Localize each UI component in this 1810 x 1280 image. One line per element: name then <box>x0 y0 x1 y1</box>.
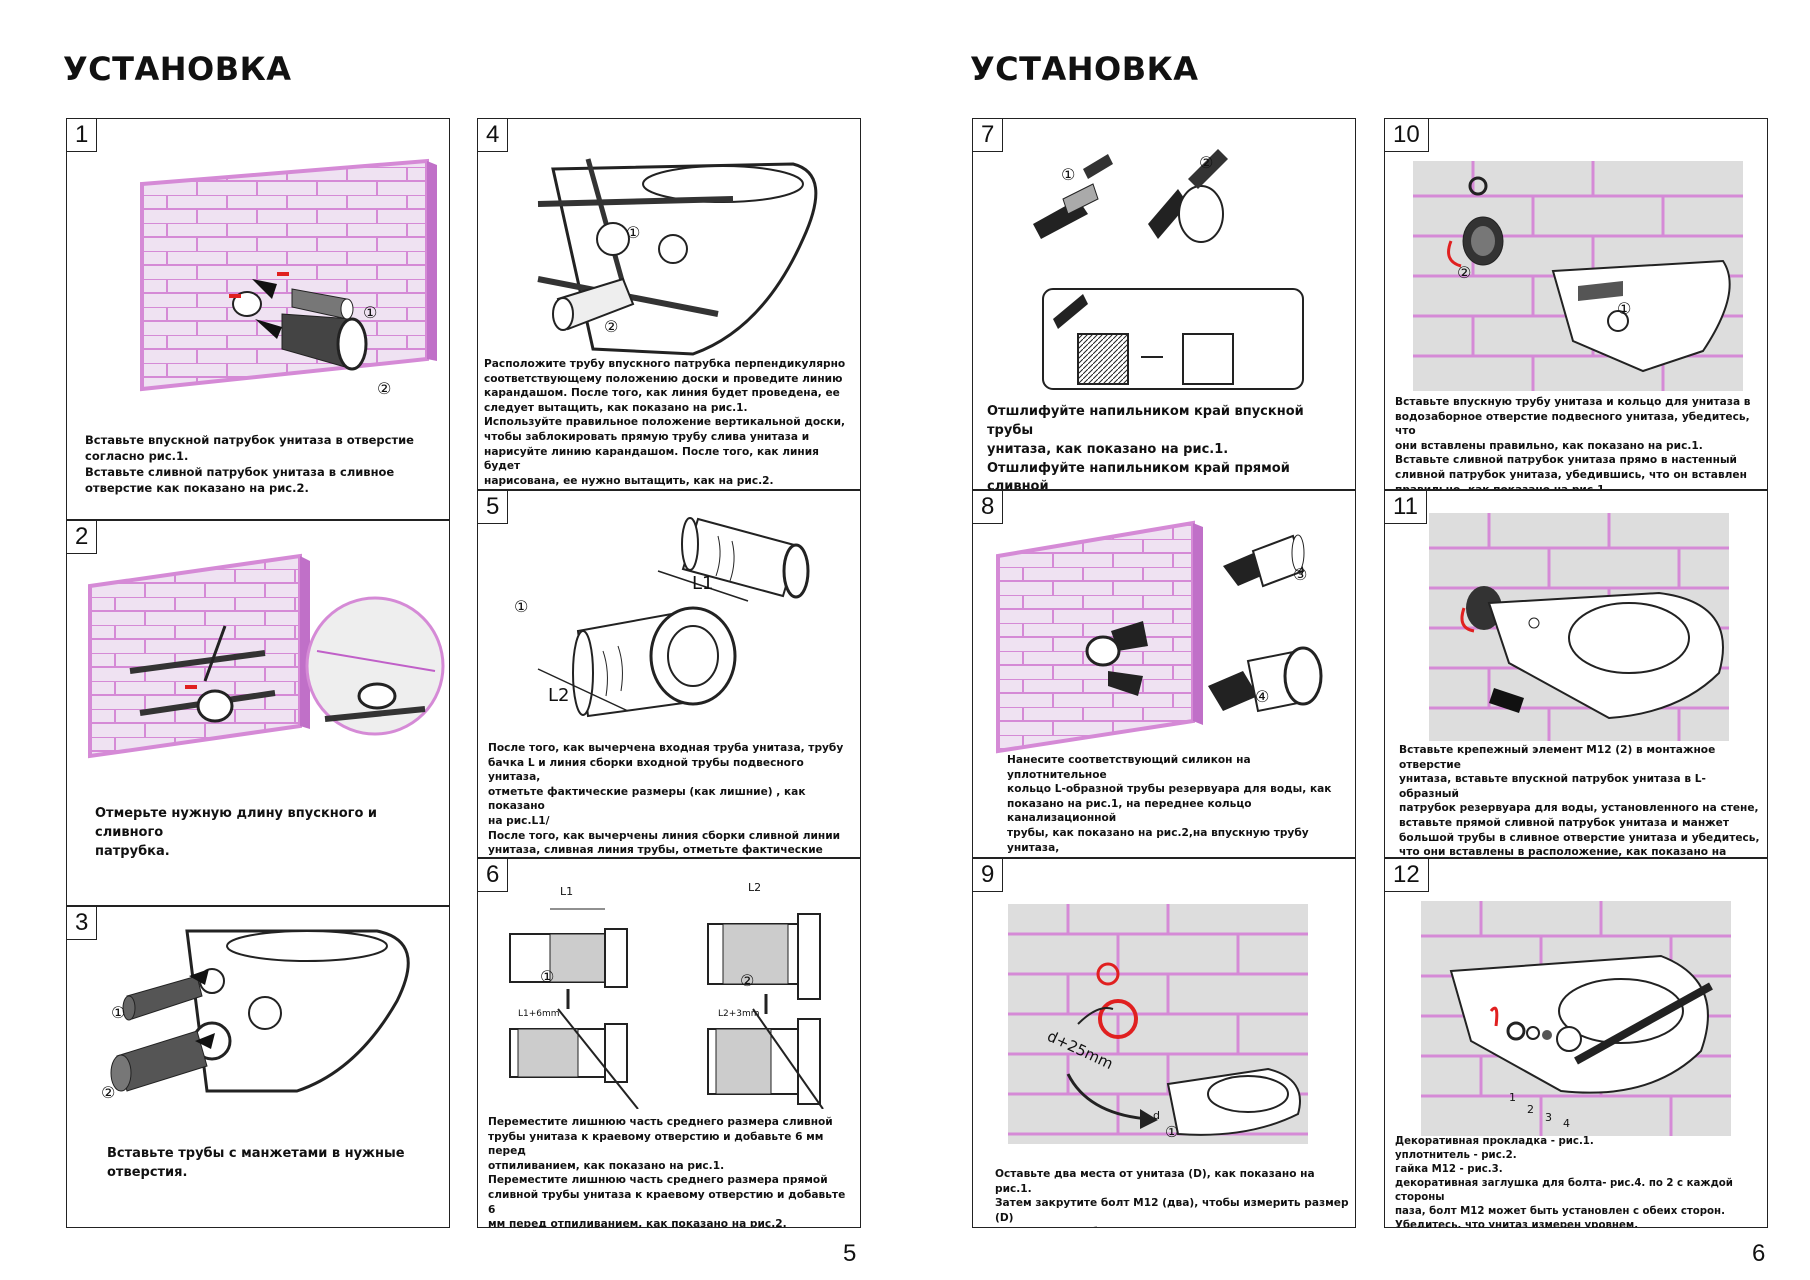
step5-label-L1: L1 <box>692 573 714 594</box>
step-number: 4 <box>478 119 509 152</box>
illustration-wall-pipes <box>140 158 437 392</box>
step-number: 7 <box>973 119 1004 152</box>
step7-label-1: ① <box>1061 165 1076 184</box>
step-number: 5 <box>478 491 509 524</box>
step10-label-2: ② <box>1457 263 1472 282</box>
step4-label-2: ② <box>604 317 619 336</box>
illustration-cutting <box>509 908 824 1109</box>
step-number: 10 <box>1385 119 1429 152</box>
step-caption: Нанесите соответствующий силикон на упло… <box>1007 754 1344 857</box>
illustration-wall-measure <box>88 553 445 759</box>
step-caption: Отшлифуйте напильником край впускной тру… <box>987 404 1304 490</box>
step6-label-L1-6mm: L1+6mm <box>518 1009 560 1019</box>
step9-label-1: ① <box>1165 1123 1179 1141</box>
step-panel-12: 12 1 2 3 4 Декоративная прокладка - рис.… <box>1384 858 1768 1228</box>
step12-label-1: 1 <box>1509 1091 1516 1104</box>
page-title-right: УСТАНОВКА <box>970 50 1199 88</box>
illustration-silicone <box>996 520 1323 754</box>
step8-label-4: ④ <box>1255 687 1270 706</box>
step10-label-1: ① <box>1617 299 1632 318</box>
step-caption: Расположите трубу впускного патрубка пер… <box>484 358 846 487</box>
illustration-insert-pipes <box>1413 161 1743 391</box>
step4-label-1: ① <box>626 223 641 242</box>
illustration-pipe-markings <box>537 517 810 718</box>
step3-label-2: ② <box>101 1083 116 1102</box>
step-number: 6 <box>478 859 509 892</box>
step-caption: Вставьте трубы с манжетами в нужные отве… <box>107 1146 405 1180</box>
step-caption: После того, как вычерчена входная труба … <box>488 742 844 857</box>
step1-label-1: ① <box>363 303 378 322</box>
step-panel-5: 5 L1 L2 ① После того, как вычерчена вход… <box>477 490 861 858</box>
step-caption: Декоративная прокладка - рис.1. уплотнит… <box>1395 1136 1733 1228</box>
step-number: 3 <box>67 907 98 940</box>
step-panel-10: 10 ① ② Вставьте впускную трубу унитаза и… <box>1384 118 1768 490</box>
illustration-level-toilet <box>1421 901 1731 1136</box>
step-panel-4: 4 ① ② Расположите трубу впускного патруб… <box>477 118 861 490</box>
step6-label-1: ① <box>540 967 555 986</box>
step-caption: Переместите лишнюю часть среднего размер… <box>488 1116 846 1228</box>
step6-label-L1: L1 <box>560 885 574 898</box>
step12-label-2: 2 <box>1527 1103 1534 1116</box>
step-panel-3: 3 ① ② Вставьте трубы с манжетами в нужны… <box>66 906 450 1228</box>
step6-label-2: ② <box>740 971 755 990</box>
step12-label-4: 4 <box>1563 1117 1570 1130</box>
step5-label-L2: L2 <box>548 685 570 706</box>
illustration-filing <box>1033 149 1304 390</box>
step1-label-2: ② <box>377 379 392 398</box>
step-number: 1 <box>67 119 98 152</box>
step6-label-L2-3mm: L2+3mm <box>718 1009 760 1019</box>
step-number: 11 <box>1385 491 1427 524</box>
step-number: 9 <box>973 859 1004 892</box>
step-number: 8 <box>973 491 1004 524</box>
step8-label-3: ③ <box>1293 565 1308 584</box>
step-panel-8: 8 ③ ④ Нанесите соответствующий силикон н… <box>972 490 1356 858</box>
step5-label-1: ① <box>514 597 529 616</box>
step12-label-3: 3 <box>1545 1111 1552 1124</box>
step-number: 12 <box>1385 859 1429 892</box>
illustration-mount-toilet <box>1429 513 1729 741</box>
page-number-left: 5 <box>843 1240 857 1267</box>
page-number-right: 6 <box>1752 1240 1766 1267</box>
illustration-toilet-boards <box>537 158 818 356</box>
step-panel-9: 9 d+25mm d ① Оставьте два места от унита… <box>972 858 1356 1228</box>
step-caption: Вставьте крепежный элемент М12 (2) в мон… <box>1399 744 1760 858</box>
step-caption: Отмерьте нужную длину впускного и сливно… <box>95 806 378 859</box>
step-panel-11: 11 Вставьте крепежный элемент М12 (2) в … <box>1384 490 1768 858</box>
step-panel-7: 7 ① ② Отшлифуйте напильником край впускн… <box>972 118 1356 490</box>
illustration-measure-bolt <box>1008 904 1308 1144</box>
step-panel-6: 6 L1 L2 L1+6mm L2+3mm ① ② Переместите ли… <box>477 858 861 1228</box>
step-panel-2: 2 Отмерьте нужную длину впускного и слив… <box>66 520 450 906</box>
step6-label-L2: L2 <box>748 881 762 894</box>
step7-label-2: ② <box>1199 153 1214 172</box>
step-number: 2 <box>67 521 98 554</box>
illustration-toilet-pipes <box>110 929 410 1093</box>
step9-label-d: d <box>1153 1109 1160 1122</box>
step-caption: Оставьте два места от унитаза (D), как п… <box>995 1168 1349 1227</box>
step-caption: Вставьте впускную трубу унитаза и кольцо… <box>1395 396 1751 490</box>
page-title-left: УСТАНОВКА <box>63 50 292 88</box>
step3-label-1: ① <box>111 1003 126 1022</box>
step-caption: Вставьте впускной патрубок унитаза в отв… <box>85 433 414 495</box>
step-panel-1: 1 ① ② Вставьте впускной патрубок унитаза… <box>66 118 450 520</box>
